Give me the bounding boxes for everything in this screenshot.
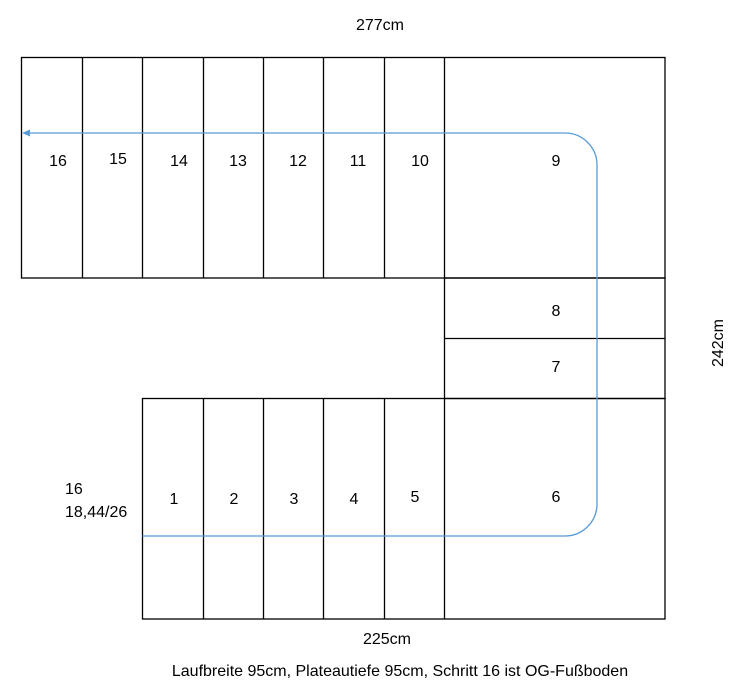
step-number-6: 6 bbox=[552, 489, 561, 506]
step-number-16: 16 bbox=[49, 153, 67, 170]
step-number-4: 4 bbox=[350, 491, 359, 508]
step-number-10: 10 bbox=[411, 153, 429, 170]
step-number-2: 2 bbox=[230, 491, 239, 508]
bottom-width-label: 225cm bbox=[363, 631, 411, 648]
walking-line bbox=[30, 132, 598, 537]
step-number-1: 1 bbox=[170, 491, 179, 508]
step-number-15: 15 bbox=[109, 151, 127, 168]
step-number-14: 14 bbox=[170, 153, 188, 170]
step-number-12: 12 bbox=[289, 153, 307, 170]
height-label: 242cm bbox=[710, 319, 727, 367]
step-number-13: 13 bbox=[229, 153, 247, 170]
step-number-11: 11 bbox=[350, 153, 367, 170]
arrow-head-icon bbox=[22, 129, 30, 137]
stair-outline bbox=[20, 56, 666, 620]
step-number-3: 3 bbox=[290, 491, 299, 508]
step-number-5: 5 bbox=[411, 489, 420, 506]
upper-flight bbox=[20, 56, 666, 279]
left-note-line-2: 18,44/26 bbox=[65, 504, 127, 521]
step-number-8: 8 bbox=[552, 303, 561, 320]
left-note-line-1: 16 bbox=[65, 481, 83, 498]
step-number-9: 9 bbox=[552, 153, 561, 170]
total-width-label: 277cm bbox=[356, 17, 404, 34]
lower-flight bbox=[141, 397, 666, 620]
caption: Laufbreite 95cm, Plateautiefe 95cm, Schr… bbox=[172, 663, 628, 680]
step-number-7: 7 bbox=[552, 359, 561, 376]
